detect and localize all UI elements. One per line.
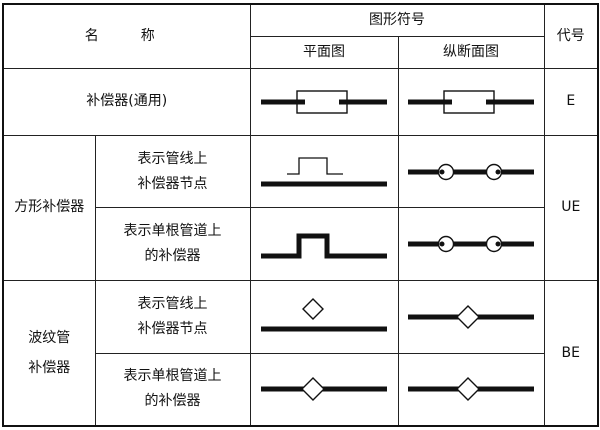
square-sub1-cell: 表示管线上 补偿器节点: [94, 134, 251, 209]
corrugated-sub1-cell: 表示管线上 补偿器节点: [94, 280, 251, 354]
square-sub1-line2: 补偿器节点: [137, 175, 208, 192]
corrugated-sub1-line1: 表示管线上: [137, 295, 208, 312]
header-section-cell: 纵断面图: [397, 35, 545, 70]
loop-circle-left: [437, 163, 455, 180]
u-loop-thin: [287, 156, 343, 175]
general-code: E: [566, 93, 576, 110]
corrugated-sub2-section-cell: [397, 352, 545, 427]
compensator-symbol-table: 名 称 图形符号 代号 平面图 纵断面图 补偿器(通用): [2, 3, 599, 427]
corrugated-sub2-line1: 表示单根管道上: [123, 368, 222, 385]
square-sub2-cell: 表示单根管道上 的补偿器: [94, 207, 251, 282]
general-label: 补偿器(通用): [86, 93, 168, 110]
general-plan-cell: [249, 68, 399, 136]
header-section: 纵断面图: [443, 43, 499, 60]
corrugated-label-line1: 波纹管: [28, 330, 71, 347]
corrugated-node-plan-symbol: [261, 297, 387, 332]
header-symbol-cell: 图形符号: [249, 3, 545, 37]
bellows-diamond: [302, 297, 324, 320]
square-sub2-line1: 表示单根管道上: [123, 223, 222, 240]
corrugated-sub1-line2: 补偿器节点: [137, 320, 208, 337]
general-section-cell: [397, 68, 545, 136]
corrugated-label-cell: 波纹管 补偿器: [2, 280, 96, 427]
loop-dot-right: [495, 241, 501, 247]
square-label-cell: 方形补偿器: [2, 134, 96, 282]
header-name: 名 称: [84, 28, 169, 45]
corrugated-sub2-line2: 的补偿器: [144, 393, 201, 410]
header-name-cell: 名 称: [2, 3, 251, 70]
square-sub2-section-cell: [397, 207, 545, 282]
general-label-cell: 补偿器(通用): [2, 68, 251, 136]
u-loop-pipe: [261, 233, 387, 259]
general-section-symbol: [408, 90, 534, 114]
header-symbol: 图形符号: [369, 11, 425, 28]
square-sub2-plan-cell: [249, 207, 399, 282]
general-plan-symbol: [261, 90, 387, 114]
header-code: 代号: [556, 28, 585, 45]
corrugated-sub2-plan-cell: [249, 352, 399, 427]
loop-dot-right: [495, 169, 501, 175]
corrugated-code-cell: BE: [543, 280, 599, 427]
corrugated-sub2-cell: 表示单根管道上 的补偿器: [94, 352, 251, 427]
corrugated-sub1-section-cell: [397, 280, 545, 354]
square-label: 方形补偿器: [14, 199, 85, 216]
loop-circle-right: [485, 236, 503, 253]
bellows-diamond: [456, 304, 480, 329]
corrugated-node-section-symbol: [408, 304, 534, 329]
loop-dot-left: [439, 169, 445, 175]
loop-circle-right: [485, 163, 503, 180]
square-sub1-plan-cell: [249, 134, 399, 209]
square-node-section-symbol: [408, 163, 534, 180]
square-sub1-section-cell: [397, 134, 545, 209]
header-plan: 平面图: [303, 43, 345, 60]
square-sub2-line2: 的补偿器: [144, 248, 201, 265]
corrugated-single-section-symbol: [408, 377, 534, 402]
bellows-diamond: [456, 377, 480, 402]
square-sub1-line1: 表示管线上: [137, 150, 208, 167]
header-plan-cell: 平面图: [249, 35, 399, 70]
square-node-plan-symbol: [261, 156, 387, 187]
corrugated-sub1-plan-cell: [249, 280, 399, 354]
square-single-plan-symbol: [261, 233, 387, 259]
square-code-cell: UE: [543, 134, 599, 282]
corrugated-code: BE: [561, 344, 580, 361]
square-single-section-symbol: [408, 236, 534, 253]
general-code-cell: E: [543, 68, 599, 136]
corrugated-label-line2: 补偿器: [28, 360, 71, 377]
square-code: UE: [561, 199, 581, 216]
loop-dot-left: [439, 241, 445, 247]
corrugated-single-plan-symbol: [261, 377, 387, 402]
bellows-diamond: [301, 377, 325, 402]
header-code-cell: 代号: [543, 3, 599, 70]
loop-circle-left: [437, 236, 455, 253]
